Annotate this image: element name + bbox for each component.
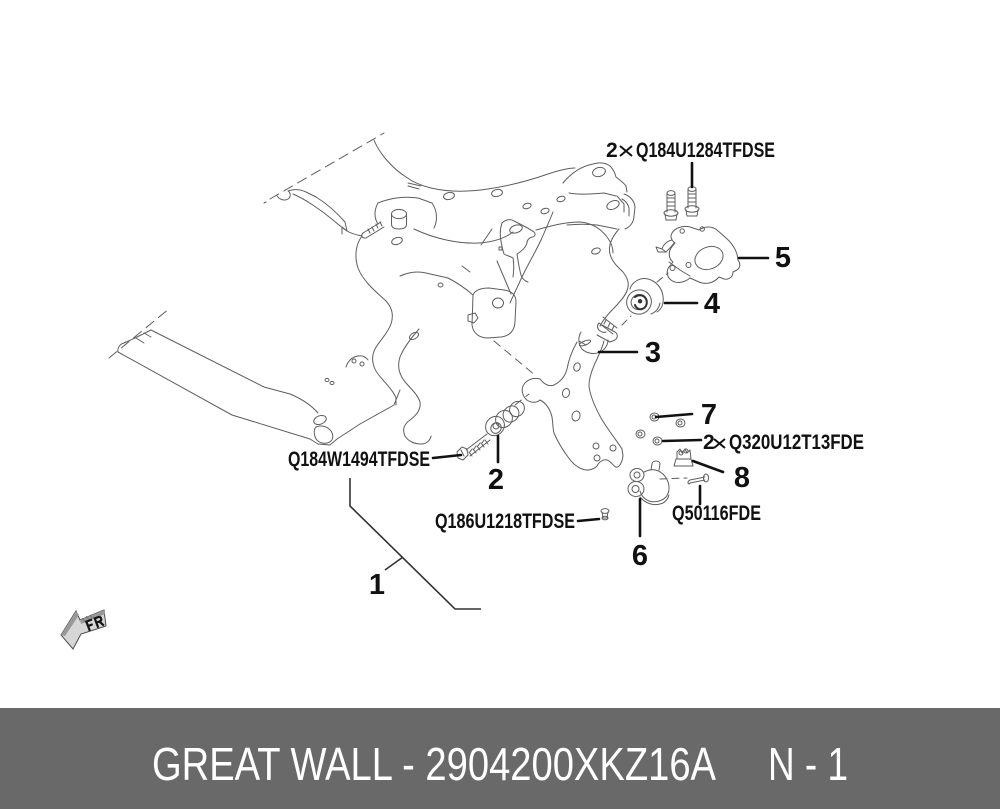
svg-text:1: 1 — [369, 569, 385, 601]
svg-text:GREAT WALL - 2904200XKZ16A: GREAT WALL - 2904200XKZ16A — [152, 738, 716, 790]
svg-text:Q184W1494TFDSE: Q184W1494TFDSE — [288, 448, 430, 471]
svg-text:Q184U1284TFDSE: Q184U1284TFDSE — [636, 139, 775, 162]
svg-text:3: 3 — [645, 337, 661, 369]
svg-text:7: 7 — [701, 399, 717, 431]
svg-text:8: 8 — [734, 462, 750, 494]
svg-text:5: 5 — [775, 242, 791, 274]
svg-text:4: 4 — [704, 288, 720, 320]
svg-text:Q50116FDE: Q50116FDE — [672, 502, 761, 525]
svg-text:Q320U12T13FDE: Q320U12T13FDE — [729, 431, 864, 454]
svg-text:2: 2 — [703, 431, 715, 454]
svg-text:6: 6 — [632, 540, 648, 572]
svg-text:N - 1: N - 1 — [768, 738, 848, 790]
svg-text:2: 2 — [606, 139, 618, 162]
svg-text:Q186U1218TFDSE: Q186U1218TFDSE — [435, 510, 575, 533]
svg-text:2: 2 — [488, 464, 504, 496]
